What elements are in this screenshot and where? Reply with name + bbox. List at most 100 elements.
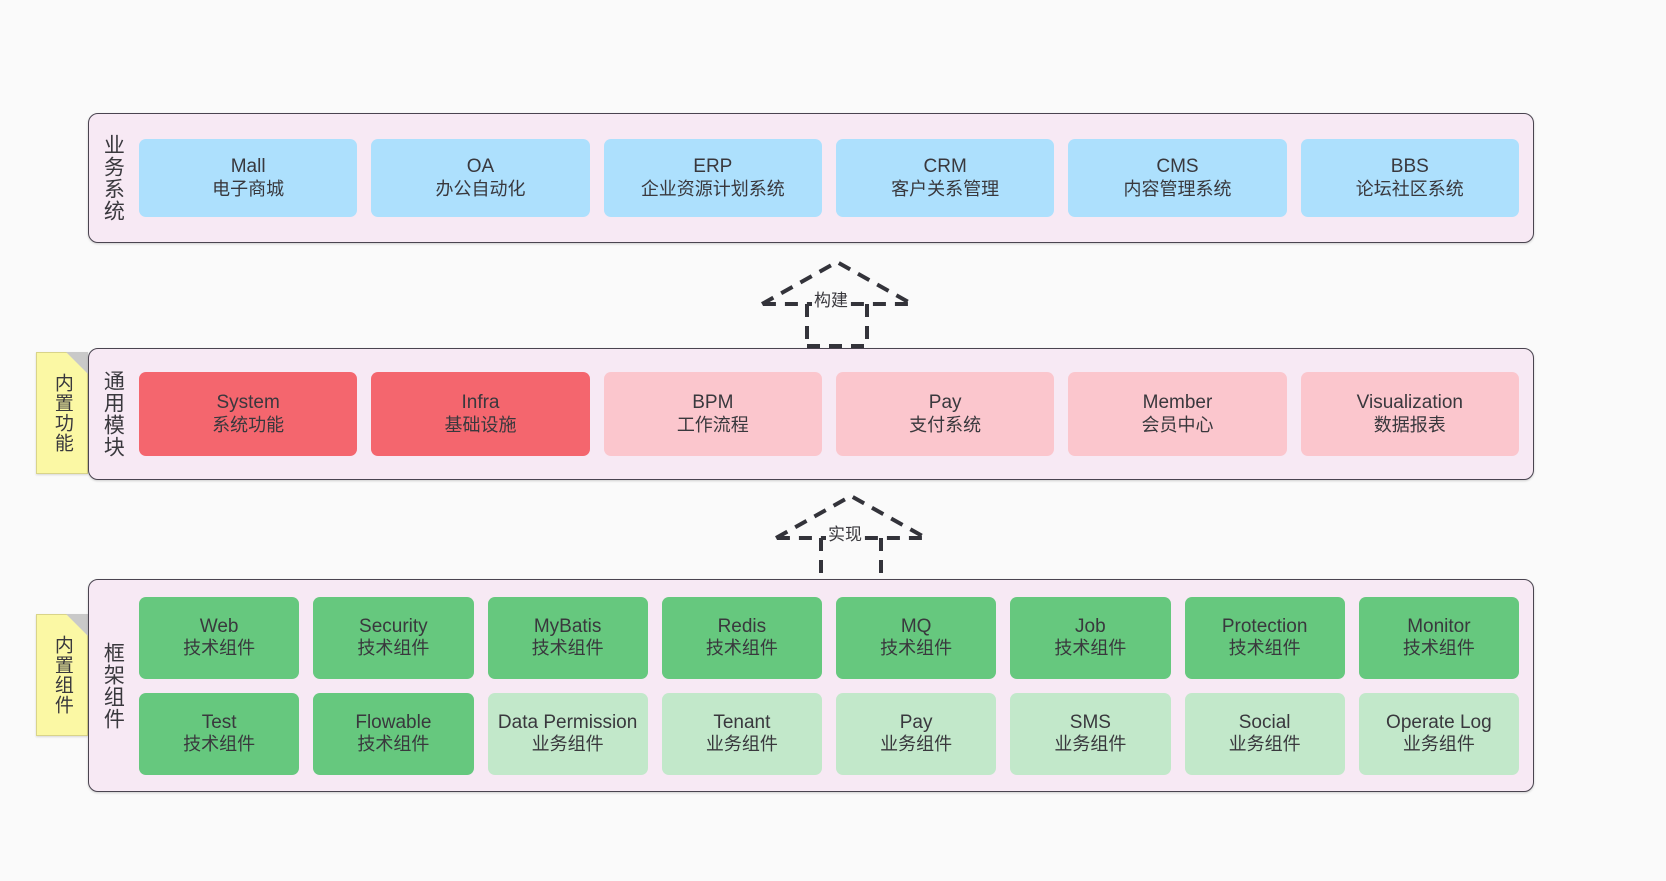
card-subtitle: 企业资源计划系统 (640, 178, 785, 199)
card-title: Test (201, 711, 237, 733)
connector-implement: 实现 (766, 492, 936, 584)
card-subtitle: 论坛社区系统 (1355, 178, 1464, 199)
card-mq[interactable]: MQ 技术组件 (836, 596, 997, 679)
card-subtitle: 技术组件 (1054, 638, 1127, 659)
card-pay-component[interactable]: Pay 业务组件 (836, 692, 997, 775)
card-subtitle: 业务组件 (531, 734, 604, 755)
card-flowable[interactable]: Flowable 技术组件 (313, 692, 474, 775)
card-test[interactable]: Test 技术组件 (139, 692, 300, 775)
card-subtitle: 业务组件 (1054, 734, 1127, 755)
card-subtitle: 内容管理系统 (1123, 178, 1232, 199)
card-title: Pay (928, 392, 962, 414)
card-subtitle: 业务组件 (1228, 734, 1301, 755)
card-title: OA (466, 156, 495, 178)
card-row: Web 技术组件 Security 技术组件 MyBatis 技术组件 Redi… (139, 596, 1519, 679)
card-subtitle: 技术组件 (1228, 638, 1301, 659)
card-subtitle: 技术组件 (183, 734, 256, 755)
card-title: Protection (1221, 615, 1308, 637)
note-fold-corner (66, 614, 88, 636)
card-member[interactable]: Member 会员中心 (1068, 372, 1287, 456)
card-title: SMS (1069, 711, 1111, 733)
card-system[interactable]: System 系统功能 (139, 372, 358, 456)
card-bpm[interactable]: BPM 工作流程 (603, 372, 822, 456)
card-title: Tenant (713, 711, 771, 733)
card-subtitle: 业务组件 (705, 734, 778, 755)
note-label: 内置组件 (51, 635, 73, 715)
note-label: 内置功能 (51, 373, 73, 453)
card-row: Mall 电子商城 OA 办公自动化 ERP 企业资源计划系统 CRM 客户关系… (139, 139, 1519, 217)
card-mybatis[interactable]: MyBatis 技术组件 (487, 596, 648, 679)
card-monitor[interactable]: Monitor 技术组件 (1358, 596, 1519, 679)
card-title: CMS (1156, 156, 1199, 178)
card-web[interactable]: Web 技术组件 (139, 596, 300, 679)
card-subtitle: 技术组件 (705, 638, 778, 659)
layer-title-framework-component: 框架组件 (101, 641, 125, 730)
connector-build-label: 构建 (812, 286, 850, 311)
card-title: Flowable (355, 711, 432, 733)
card-operate-log[interactable]: Operate Log 业务组件 (1358, 692, 1519, 775)
card-social[interactable]: Social 业务组件 (1184, 692, 1345, 775)
card-title: MQ (900, 615, 932, 637)
card-subtitle: 业务组件 (880, 734, 953, 755)
card-tenant[interactable]: Tenant 业务组件 (661, 692, 822, 775)
card-subtitle: 系统功能 (212, 414, 285, 435)
card-pay[interactable]: Pay 支付系统 (835, 372, 1055, 456)
card-subtitle: 技术组件 (880, 638, 953, 659)
card-data-permission[interactable]: Data Permission 业务组件 (487, 692, 648, 775)
card-subtitle: 技术组件 (357, 734, 430, 755)
card-title: Infra (461, 392, 500, 414)
card-subtitle: 客户关系管理 (891, 178, 1000, 199)
card-security[interactable]: Security 技术组件 (313, 596, 474, 679)
connector-build: 构建 (752, 258, 922, 348)
card-subtitle: 办公自动化 (435, 178, 526, 199)
card-bbs[interactable]: BBS 论坛社区系统 (1300, 139, 1519, 217)
card-row: System 系统功能 Infra 基础设施 BPM 工作流程 Pay 支付系统… (139, 372, 1519, 456)
card-title: Mall (230, 156, 266, 178)
card-subtitle: 会员中心 (1141, 414, 1214, 435)
card-title: BBS (1390, 156, 1429, 178)
card-job[interactable]: Job 技术组件 (1010, 596, 1171, 679)
note-builtin-component: 内置组件 (36, 614, 88, 736)
card-title: CRM (923, 156, 967, 178)
card-title: Job (1075, 615, 1106, 637)
card-erp[interactable]: ERP 企业资源计划系统 (603, 139, 822, 217)
card-title: Web (199, 615, 239, 637)
card-title: Operate Log (1386, 711, 1492, 733)
card-subtitle: 支付系统 (909, 414, 982, 435)
card-title: Security (359, 615, 428, 637)
card-sms[interactable]: SMS 业务组件 (1010, 692, 1171, 775)
card-title: ERP (693, 156, 733, 178)
card-cms[interactable]: CMS 内容管理系统 (1068, 139, 1287, 217)
card-title: Visualization (1356, 392, 1463, 414)
layer-body-business-system: Mall 电子商城 OA 办公自动化 ERP 企业资源计划系统 CRM 客户关系… (135, 114, 1533, 242)
card-oa[interactable]: OA 办公自动化 (371, 139, 590, 217)
card-title: Redis (717, 615, 767, 637)
layer-common-module[interactable]: 通用模块 System 系统功能 Infra 基础设施 BPM 工作流程 Pay… (88, 348, 1534, 480)
card-subtitle: 工作流程 (676, 414, 749, 435)
card-mall[interactable]: Mall 电子商城 (139, 139, 358, 217)
card-visualization[interactable]: Visualization 数据报表 (1300, 372, 1519, 456)
card-infra[interactable]: Infra 基础设施 (371, 372, 590, 456)
connector-implement-label: 实现 (826, 520, 864, 545)
card-subtitle: 业务组件 (1402, 734, 1475, 755)
card-protection[interactable]: Protection 技术组件 (1184, 596, 1345, 679)
card-title: Social (1238, 711, 1291, 733)
card-subtitle: 数据报表 (1373, 414, 1446, 435)
card-subtitle: 基础设施 (444, 414, 517, 435)
card-title: Data Permission (497, 711, 638, 733)
card-subtitle: 技术组件 (531, 638, 604, 659)
card-subtitle: 技术组件 (183, 638, 256, 659)
card-redis[interactable]: Redis 技术组件 (661, 596, 822, 679)
card-title: System (216, 392, 280, 414)
card-title: MyBatis (533, 615, 602, 637)
layer-title-common-module: 通用模块 (101, 370, 125, 458)
card-subtitle: 技术组件 (1402, 638, 1475, 659)
layer-body-framework-component: Web 技术组件 Security 技术组件 MyBatis 技术组件 Redi… (135, 580, 1533, 791)
layer-business-system[interactable]: 业务系统 Mall 电子商城 OA 办公自动化 ERP 企业资源计划系统 CRM… (88, 113, 1534, 243)
layer-body-common-module: System 系统功能 Infra 基础设施 BPM 工作流程 Pay 支付系统… (135, 349, 1533, 479)
card-crm[interactable]: CRM 客户关系管理 (835, 139, 1055, 217)
card-title: Member (1142, 392, 1213, 414)
layer-framework-component[interactable]: 框架组件 Web 技术组件 Security 技术组件 MyBatis 技术组件… (88, 579, 1534, 792)
layer-title-business-system: 业务系统 (101, 134, 125, 222)
